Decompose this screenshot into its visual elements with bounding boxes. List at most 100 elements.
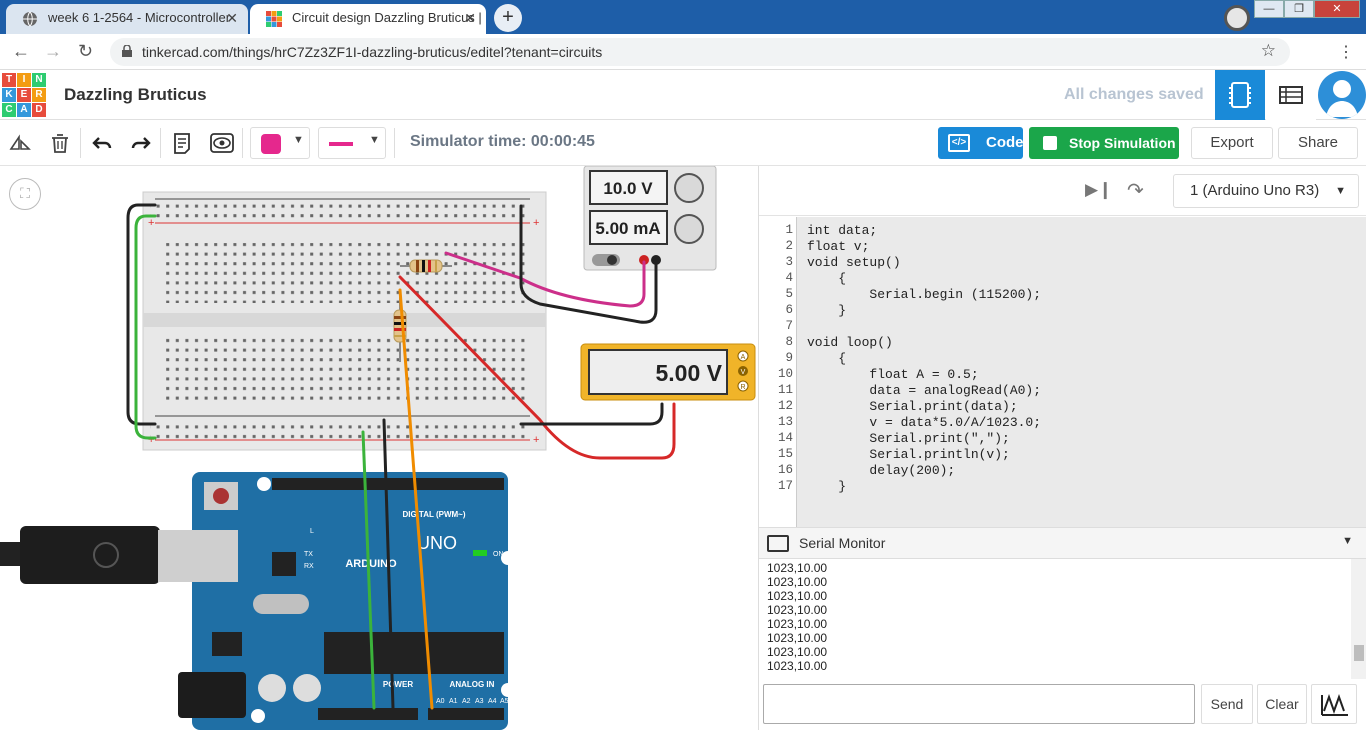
back-arrow-icon[interactable]: ← <box>12 41 30 61</box>
logo-letter: E <box>17 88 31 102</box>
line-number: 8 <box>785 335 793 349</box>
visibility-eye-icon[interactable] <box>209 131 234 155</box>
wire-green-left <box>134 214 157 440</box>
serial-scrollbar[interactable] <box>1351 559 1366 679</box>
code-line: } <box>807 479 847 494</box>
arduino-brand-label: ARDUINO <box>345 558 397 570</box>
rx-led-label: RX <box>304 563 314 570</box>
forward-arrow-icon[interactable]: → <box>44 41 62 61</box>
line-number: 12 <box>777 399 793 413</box>
zoom-to-fit-icon[interactable]: ⛶ <box>9 178 41 210</box>
close-tab-icon[interactable]: ✕ <box>226 10 238 26</box>
pin-a2-label: A2 <box>462 698 471 705</box>
share-button[interactable]: Share <box>1278 127 1358 159</box>
code-panel-toolbar: ▶❙ ↷ 1 (Arduino Uno R3) ▼ <box>759 166 1366 216</box>
graph-icon <box>1321 694 1348 716</box>
tx-led-label: TX <box>304 551 313 558</box>
logo-letter: D <box>32 103 46 117</box>
globe-icon <box>23 11 37 27</box>
wire-type-picker[interactable]: ▼ <box>318 127 386 159</box>
browser-titlebar: week 6 1-2564 - Microcontroller ✕ Circui… <box>0 0 1366 34</box>
line-number: 15 <box>777 447 793 461</box>
line-number: 3 <box>785 255 793 269</box>
serial-output[interactable]: 1023,10.00 1023,10.00 1023,10.00 1023,10… <box>759 558 1366 679</box>
serial-input-field[interactable] <box>763 684 1195 724</box>
redo-icon[interactable] <box>129 131 153 155</box>
multimeter[interactable] <box>580 343 756 401</box>
clear-button[interactable]: Clear <box>1257 684 1307 724</box>
bookmark-star-icon[interactable]: ☆ <box>1260 41 1276 60</box>
tinkercad-logo[interactable]: T I N K E R C A D <box>2 73 46 117</box>
trash-icon[interactable] <box>48 131 72 155</box>
tab-title: week 6 1-2564 - Microcontroller <box>48 10 231 25</box>
serial-monitor-header[interactable]: Serial Monitor ▼ <box>759 527 1366 558</box>
code-line: } <box>807 303 847 318</box>
scrollbar-thumb[interactable] <box>1354 645 1364 661</box>
export-button[interactable]: Export <box>1191 127 1273 159</box>
line-number: 5 <box>785 287 793 301</box>
stop-simulation-button[interactable]: Stop Simulation <box>1029 127 1179 159</box>
power-supply[interactable] <box>583 166 717 271</box>
reload-icon[interactable]: ↻ <box>78 41 94 61</box>
circuit-view-button[interactable] <box>1215 70 1265 120</box>
wires[interactable] <box>126 203 676 710</box>
code-line: delay(200); <box>807 463 956 478</box>
serial-line: 1023,10.00 <box>767 659 828 673</box>
serial-line: 1023,10.00 <box>767 589 828 603</box>
minimize-button[interactable]: — <box>1254 0 1284 18</box>
chevron-down-icon[interactable]: ▼ <box>1342 535 1353 547</box>
wire-black-supply <box>519 204 658 324</box>
toolbar-divider <box>242 128 243 158</box>
analog-in-label: ANALOG IN <box>450 680 495 689</box>
code-line: Serial.print(data); <box>807 399 1018 414</box>
simulator-time: Simulator time: 00:00:45 <box>410 133 595 150</box>
tab-title: Circuit design Dazzling Bruticus | <box>292 10 482 25</box>
pin-a4-label: A4 <box>488 698 497 705</box>
window-close-button[interactable]: ✕ <box>1314 0 1360 18</box>
line-number: 9 <box>785 351 793 365</box>
url-field[interactable]: tinkercad.com/things/hrC7Zz3ZF1I-dazzlin… <box>110 38 1290 66</box>
code-editor[interactable]: 1 2 3 4 5 6 7 8 9 10 11 12 13 14 15 16 1… <box>759 217 1366 527</box>
circuit-canvas[interactable]: ⛶ + + + + <box>0 166 758 730</box>
save-status: All changes saved <box>1064 86 1204 103</box>
rotate-icon[interactable] <box>8 131 32 155</box>
chevron-down-icon: ▼ <box>293 134 304 146</box>
close-tab-icon[interactable]: ✕ <box>464 10 476 26</box>
browser-menu-icon[interactable]: ⋮ <box>1338 44 1354 61</box>
resistor-horizontal[interactable] <box>400 259 452 273</box>
circuit-drawing: + + + + <box>0 166 756 730</box>
send-label: Send <box>1210 696 1244 712</box>
line-number: 14 <box>777 431 793 445</box>
serial-line: 1023,10.00 <box>767 631 828 645</box>
send-button[interactable]: Send <box>1201 684 1253 724</box>
user-avatar[interactable] <box>1318 71 1366 119</box>
code-button[interactable]: </> Code <box>938 127 1024 159</box>
browser-tab-microcontroller[interactable]: week 6 1-2564 - Microcontroller ✕ <box>6 4 248 34</box>
mode-label-a: A <box>741 354 746 361</box>
toolbar-divider <box>160 128 161 158</box>
debugger-icon[interactable]: ↷ <box>1127 180 1144 202</box>
wire-magenta <box>444 251 646 308</box>
project-title[interactable]: Dazzling Bruticus <box>64 85 207 104</box>
undo-icon[interactable] <box>90 131 114 155</box>
browser-tab-tinkercad[interactable]: Circuit design Dazzling Bruticus | ✕ <box>250 4 486 34</box>
maximize-button[interactable]: ❐ <box>1284 0 1314 18</box>
line-number: 2 <box>785 239 793 253</box>
code-line: void loop() <box>807 335 893 350</box>
serial-line: 1023,10.00 <box>767 603 828 617</box>
code-line: Serial.begin (115200); <box>807 287 1042 302</box>
multimeter-readout: 5.00 V <box>656 360 723 386</box>
serial-plotter-button[interactable] <box>1311 684 1357 724</box>
notes-icon[interactable] <box>170 131 194 155</box>
wire-color-picker[interactable]: ▼ <box>250 127 310 159</box>
step-play-icon[interactable]: ▶❙ <box>1085 180 1113 199</box>
new-tab-button[interactable]: + <box>494 4 522 32</box>
device-select[interactable]: 1 (Arduino Uno R3) ▼ <box>1173 174 1359 208</box>
code-line: float v; <box>807 239 870 254</box>
browser-profile-icon[interactable] <box>1224 5 1250 31</box>
logo-letter: C <box>2 103 16 117</box>
chevron-down-icon: ▼ <box>1335 185 1346 197</box>
component-list-button[interactable] <box>1266 70 1316 120</box>
logo-letter: I <box>17 73 31 87</box>
breadboard[interactable]: + + + + <box>142 191 547 451</box>
